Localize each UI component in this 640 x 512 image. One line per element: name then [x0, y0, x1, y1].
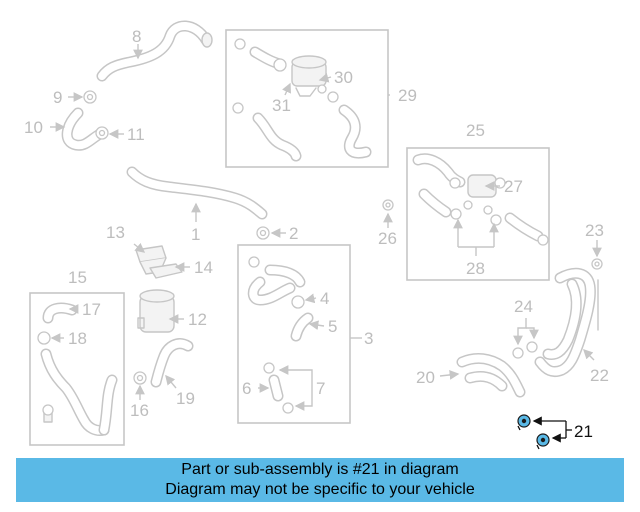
callout-2: 2: [289, 224, 298, 243]
callout-17: 17: [82, 300, 101, 319]
pipes-22: [534, 267, 599, 378]
hose-8: [96, 20, 213, 82]
clamp-16: [133, 371, 147, 385]
callout-20: 20: [416, 368, 435, 387]
highlighted-clamp-21-a[interactable]: [517, 414, 531, 431]
callout-24: 24: [514, 297, 533, 316]
info-banner: Part or sub-assembly is #21 in diagram D…: [16, 458, 624, 502]
clamp-11: [95, 126, 109, 140]
callout-25: 25: [466, 121, 485, 140]
callout-12: 12: [188, 310, 207, 329]
callout-27: 27: [504, 177, 523, 196]
banner-line-1: Part or sub-assembly is #21 in diagram: [181, 461, 459, 478]
callout-22: 22: [590, 366, 609, 385]
leader-lines: [50, 44, 602, 411]
clamp-2: [256, 226, 270, 240]
callout-9: 9: [53, 88, 62, 107]
tank-12: [137, 289, 175, 333]
hose-10: [61, 107, 106, 151]
callout-15: 15: [68, 268, 87, 287]
clamp-26: [382, 199, 394, 211]
callout-5: 5: [328, 317, 337, 336]
hose-19: [150, 338, 194, 388]
leader-21: [532, 416, 572, 443]
callout-3: 3: [364, 329, 373, 348]
parts-diagram: 8 9 10 11 1 2 29 30 31 25 27 28 26 23 13…: [24, 20, 609, 450]
box29-parts: [232, 38, 372, 162]
callout-4: 4: [320, 289, 329, 308]
callout-14: 14: [194, 258, 213, 277]
group-box-25: [406, 147, 550, 281]
callout-6: 6: [242, 379, 251, 398]
callout-13: 13: [106, 223, 125, 242]
clamp-23: [591, 258, 603, 270]
callout-11: 11: [127, 125, 145, 144]
callout-19: 19: [176, 389, 195, 408]
clamps-24: [512, 341, 538, 359]
callout-30: 30: [334, 68, 353, 87]
callout-8: 8: [132, 27, 141, 46]
clamp-9: [83, 90, 97, 104]
callout-18: 18: [68, 329, 87, 348]
callout-31: 31: [272, 96, 291, 115]
callout-labels: 8 9 10 11 1 2 29 30 31 25 27 28 26 23 13…: [24, 27, 609, 441]
callout-16: 16: [130, 401, 149, 420]
highlighted-clamp-21-b[interactable]: [536, 433, 550, 450]
callout-7: 7: [316, 379, 325, 398]
callout-21[interactable]: 21: [574, 422, 593, 441]
hose-20: [456, 353, 526, 398]
hose-1: [126, 166, 268, 220]
box25-parts: [412, 153, 549, 246]
callout-28: 28: [466, 259, 485, 278]
bracket-13-14: [135, 245, 183, 279]
banner-line-2: Diagram may not be specific to your vehi…: [165, 481, 475, 498]
box3-parts: [247, 256, 314, 414]
callout-10: 10: [24, 118, 43, 137]
callout-1: 1: [191, 225, 200, 244]
callout-23: 23: [585, 221, 604, 240]
callout-26: 26: [378, 229, 397, 248]
callout-29: 29: [398, 86, 417, 105]
